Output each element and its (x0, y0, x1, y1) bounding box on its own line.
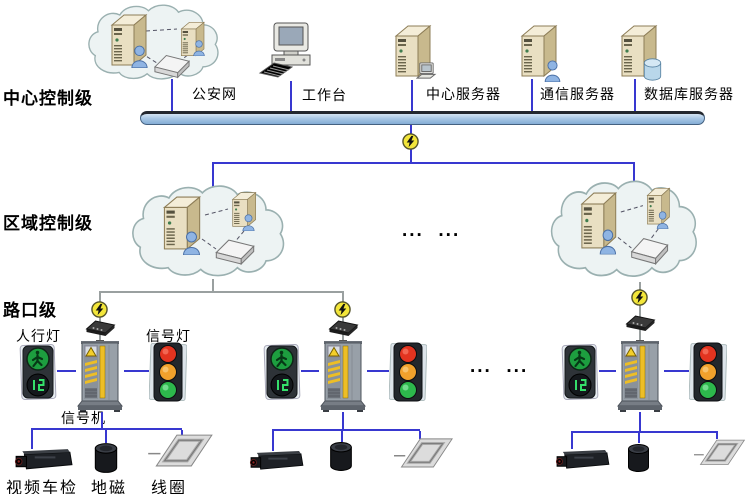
connector-line (341, 431, 343, 442)
pedestrian-light-label: 人行灯 (16, 328, 61, 344)
pedestrian-light-icon (19, 343, 57, 401)
connector-line (171, 79, 173, 112)
connector-line (31, 428, 182, 430)
connector-line (367, 370, 389, 372)
mini-computer-icon (416, 62, 436, 79)
signal-controller-cabinet (77, 340, 123, 412)
connector-line (634, 79, 636, 112)
regional-cloud-right (550, 180, 698, 278)
connector-line (212, 162, 634, 164)
workstation-label: 工作台 (302, 87, 347, 103)
video-detector-label: 视频车检 (6, 480, 79, 494)
connector-line (272, 431, 274, 451)
connector-line (639, 282, 641, 340)
connector-line (272, 429, 420, 431)
level-label-central: 中心控制级 (3, 89, 93, 108)
connector-line (31, 430, 33, 449)
geomagnetic-detector-icon (628, 444, 649, 472)
connector-line (411, 80, 413, 112)
connector-line (664, 370, 689, 372)
connector-line (181, 430, 183, 438)
switch-device-icon (626, 315, 655, 332)
central-server-icon (395, 25, 436, 79)
signal-controller-cabinet (320, 340, 366, 412)
comm-server-label: 通信服务器 (540, 86, 615, 102)
video-camera-icon (14, 448, 73, 470)
police-network-cloud (88, 4, 219, 80)
video-camera-icon (249, 450, 304, 470)
connector-line (105, 430, 107, 443)
pedestrian-light-icon (263, 343, 301, 401)
level-label-regional: 区域控制级 (3, 214, 93, 233)
regional-cloud-left (132, 185, 285, 277)
connector-line (571, 431, 718, 433)
connector-line (638, 433, 640, 443)
signal-light-label: 信号灯 (146, 328, 191, 344)
server-icon (232, 192, 256, 227)
comm-server-icon (521, 25, 561, 82)
connector-line (99, 291, 344, 293)
lightning-node-icon (631, 289, 648, 306)
connector-line (57, 370, 76, 372)
traffic-light-icon (149, 342, 187, 402)
db-server-icon (621, 25, 662, 81)
level-label-intersection: 路口级 (3, 301, 57, 320)
geomagnetic-label: 地磁 (91, 480, 128, 494)
video-camera-icon (555, 449, 610, 469)
server-icon (180, 21, 205, 57)
lightning-node-icon (334, 301, 351, 318)
intersection-ellipsis: ... ... (470, 356, 529, 377)
connector-line (531, 79, 533, 112)
lightning-node-icon (402, 133, 419, 150)
workstation-icon (259, 22, 311, 78)
traffic-light-icon (389, 342, 427, 402)
signal-controller-cabinet (617, 340, 663, 412)
pedestrian-light-icon (561, 343, 599, 401)
connector-line (342, 412, 344, 431)
central-server-label: 中心服务器 (426, 86, 501, 102)
server-icon (647, 187, 670, 225)
switch-device-icon (86, 320, 115, 337)
connector-line (101, 412, 103, 430)
connector-line (716, 433, 718, 439)
connector-line (571, 433, 573, 449)
signal-controller-label: 信号机 (61, 410, 106, 426)
connector-line (290, 81, 292, 112)
database-cylinder-icon (643, 58, 662, 81)
geomagnetic-detector-icon (94, 443, 118, 473)
db-server-label: 数据库服务器 (644, 86, 734, 102)
connector-line (599, 370, 616, 372)
geomagnetic-detector-icon (330, 442, 352, 471)
loop-coil-label: 线圈 (151, 480, 188, 494)
connector-line (633, 162, 635, 198)
police-network-label: 公安网 (192, 86, 237, 102)
loop-coil-icon (394, 437, 454, 469)
loop-coil-icon (148, 433, 214, 468)
lightning-node-icon (91, 301, 108, 318)
connector-line (212, 279, 214, 292)
traffic-light-icon (689, 342, 727, 402)
connector-line (212, 162, 214, 188)
connector-line (301, 370, 319, 372)
regional-ellipsis: ... ... (402, 220, 461, 241)
connector-line (639, 412, 641, 433)
backbone-bus (140, 111, 705, 125)
connector-line (419, 431, 421, 439)
server-icon (111, 14, 147, 66)
loop-coil-icon (694, 438, 746, 466)
switch-device-icon (329, 320, 358, 337)
connector-line (124, 370, 149, 372)
